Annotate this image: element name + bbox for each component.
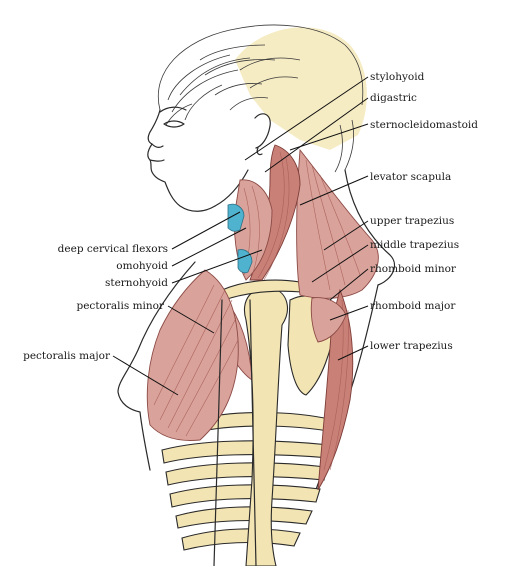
label-lower-trapezius: lower trapezius bbox=[370, 340, 453, 352]
label-upper-trapezius: upper trapezius bbox=[370, 215, 454, 227]
trapezius-fibers bbox=[305, 159, 361, 291]
scm-fibers bbox=[257, 151, 290, 281]
label-stylohyoid: stylohyoid bbox=[370, 71, 425, 83]
label-digastric: digastric bbox=[370, 92, 417, 104]
face-profile bbox=[147, 109, 216, 212]
label-pectoralis-minor: pectoralis minor bbox=[77, 300, 165, 312]
rhomboid-muscle bbox=[310, 297, 347, 343]
labels: stylohyoid digastric sternocleidomastoid… bbox=[23, 71, 478, 362]
thyroid-cartilage bbox=[227, 203, 245, 232]
pectoralis-major-muscle bbox=[146, 269, 239, 441]
leader-lines bbox=[112, 76, 369, 396]
label-middle-trapezius: middle trapezius bbox=[370, 239, 459, 251]
label-sternocleidomastoid: sternocleidomastoid bbox=[370, 119, 478, 131]
jaw-line bbox=[214, 169, 249, 207]
nostril bbox=[151, 143, 164, 148]
neck-back-outline bbox=[344, 169, 395, 286]
ear bbox=[254, 113, 271, 149]
lower-trapezius-muscle bbox=[317, 288, 354, 491]
label-sternohyoid: sternohyoid bbox=[105, 277, 168, 289]
pectoralis-major-fibers bbox=[153, 284, 239, 437]
sternum-line bbox=[213, 299, 223, 566]
trapezius-muscle bbox=[296, 148, 379, 299]
earring bbox=[256, 147, 263, 156]
label-rhomboid-major: rhomboid major bbox=[370, 300, 456, 312]
label-deep-cervical-flexors: deep cervical flexors bbox=[58, 243, 168, 255]
chest-outline bbox=[117, 261, 196, 471]
label-levator-scapula: levator scapula bbox=[370, 171, 451, 183]
eye bbox=[163, 120, 185, 128]
label-omohyoid: omohyoid bbox=[116, 260, 168, 272]
skull-region bbox=[235, 27, 367, 151]
label-pectoralis-major: pectoralis major bbox=[23, 350, 111, 362]
eyebrow bbox=[159, 106, 187, 113]
spine-line bbox=[249, 299, 257, 566]
lips bbox=[149, 159, 165, 162]
label-rhomboid-minor: rhomboid minor bbox=[370, 263, 457, 275]
